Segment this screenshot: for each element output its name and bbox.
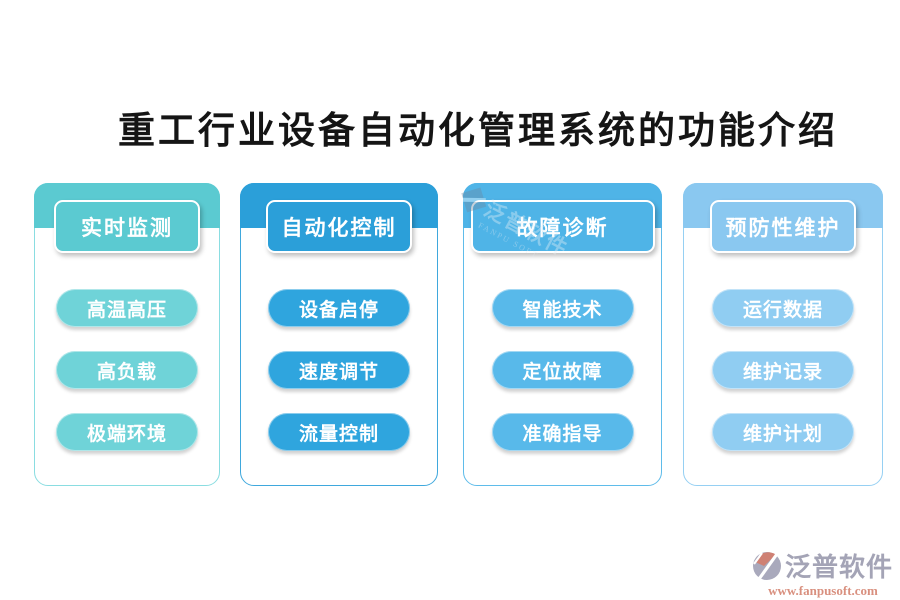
feature-pill: 运行数据: [712, 289, 854, 327]
card-item-list: 智能技术 定位故障 准确指导: [464, 289, 661, 451]
feature-pill: 流量控制: [268, 413, 410, 451]
feature-pill: 准确指导: [491, 413, 634, 451]
feature-card-automation-control: 自动化控制 设备启停 速度调节 流量控制: [240, 183, 438, 486]
feature-pill: 智能技术: [491, 289, 634, 327]
card-header: 故障诊断: [470, 200, 655, 253]
card-header: 预防性维护: [710, 200, 856, 253]
feature-card-row: 实时监测 高温高压 高负载 极端环境 自动化控制 设备启停 速度调节 流量控制 …: [34, 183, 884, 486]
feature-pill: 高温高压: [56, 289, 198, 327]
feature-pill: 速度调节: [268, 351, 410, 389]
card-header: 自动化控制: [266, 200, 412, 253]
feature-pill: 维护记录: [712, 351, 854, 389]
fanpu-logo-icon: [753, 551, 781, 580]
card-item-list: 运行数据 维护记录 维护计划: [684, 289, 882, 451]
card-item-list: 设备启停 速度调节 流量控制: [241, 289, 437, 451]
feature-pill: 定位故障: [491, 351, 634, 389]
feature-pill: 极端环境: [56, 413, 198, 451]
card-header: 实时监测: [54, 200, 200, 253]
footer-brand: 泛普软件 www.fanpusoft.com: [752, 547, 894, 599]
footer-brand-name: 泛普软件: [785, 553, 894, 582]
feature-pill: 维护计划: [712, 413, 854, 451]
card-header-label: 预防性维护: [725, 215, 841, 240]
card-header-label: 故障诊断: [516, 215, 609, 240]
card-header-label: 实时监测: [81, 215, 173, 240]
feature-pill: 高负载: [56, 351, 198, 389]
feature-card-realtime-monitoring: 实时监测 高温高压 高负载 极端环境: [34, 183, 220, 486]
page-title: 重工行业设备自动化管理系统的功能介绍: [118, 111, 838, 152]
feature-card-preventive-maintenance: 预防性维护 运行数据 维护记录 维护计划: [683, 183, 883, 486]
footer-brand-url: www.fanpusoft.com: [768, 583, 878, 598]
feature-pill: 设备启停: [268, 289, 410, 327]
card-header-label: 自动化控制: [281, 215, 397, 240]
feature-card-fault-diagnosis: 故障诊断 智能技术 定位故障 准确指导: [463, 183, 662, 486]
card-item-list: 高温高压 高负载 极端环境: [35, 289, 219, 451]
